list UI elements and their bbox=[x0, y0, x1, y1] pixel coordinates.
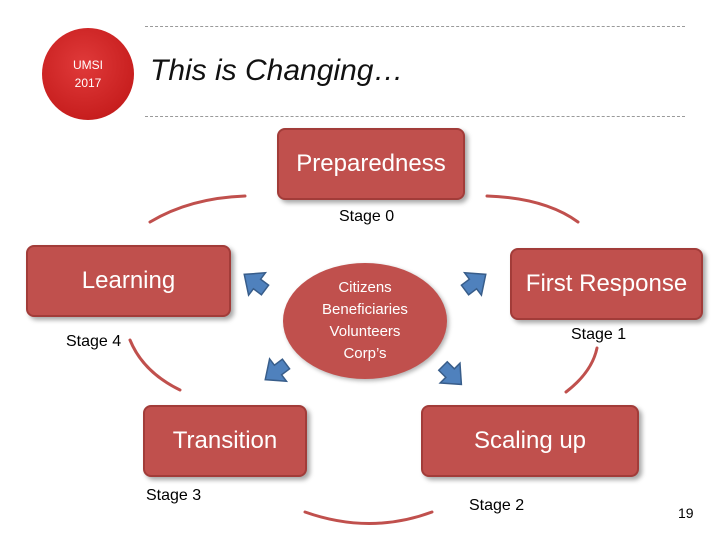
stage-label-2: Stage 2 bbox=[469, 497, 525, 514]
center-line-citizens: Citizens bbox=[338, 279, 392, 296]
stage-box-scaling-up: Scaling up bbox=[421, 405, 639, 477]
stage-name-scaling-up: Scaling up bbox=[473, 427, 587, 454]
arrow-to-transition-icon bbox=[264, 357, 291, 383]
center-stakeholders: Citizens Beneficiaries Volunteers Corp’s bbox=[283, 263, 447, 379]
stage-name-learning: Learning bbox=[81, 267, 176, 294]
arc-transition-to-learning bbox=[128, 338, 182, 392]
top-rule bbox=[145, 26, 685, 27]
stage-name-preparedness: Preparedness bbox=[296, 150, 446, 177]
arrow-to-first-response-icon bbox=[460, 271, 487, 297]
stage-box-first-response: First Response bbox=[510, 248, 703, 320]
center-line-corps: Corp’s bbox=[343, 345, 387, 362]
arrow-to-scaling-up-icon bbox=[437, 360, 463, 386]
center-line-beneficiaries: Beneficiaries bbox=[322, 301, 408, 318]
stage-box-learning: Learning bbox=[26, 245, 231, 317]
arc-first-response-to-scaling-up bbox=[564, 346, 599, 394]
stage-label-4: Stage 4 bbox=[66, 333, 122, 350]
stage-label-0: Stage 0 bbox=[339, 208, 395, 225]
logo-line-1: UMSI bbox=[73, 58, 103, 72]
stage-label-3: Stage 3 bbox=[146, 487, 202, 504]
title-underline bbox=[145, 116, 685, 117]
center-line-volunteers: Volunteers bbox=[329, 323, 401, 340]
logo-line-2: 2017 bbox=[74, 76, 102, 90]
page-number: 19 bbox=[678, 505, 694, 521]
arc-learning-to-preparedness bbox=[148, 194, 247, 224]
stage-name-first-response: First Response bbox=[525, 270, 688, 297]
umsi-logo: UMSI 2017 bbox=[42, 28, 134, 120]
arrow-to-learning-icon bbox=[243, 271, 270, 297]
stage-name-transition: Transition bbox=[172, 427, 278, 454]
stage-box-transition: Transition bbox=[143, 405, 307, 477]
stage-label-1: Stage 1 bbox=[571, 326, 627, 343]
arc-scaling-up-to-transition bbox=[303, 510, 434, 525]
arc-preparedness-to-first-response bbox=[485, 194, 580, 224]
slide-title: This is Changing… bbox=[150, 54, 404, 87]
stage-box-preparedness: Preparedness bbox=[277, 128, 465, 200]
